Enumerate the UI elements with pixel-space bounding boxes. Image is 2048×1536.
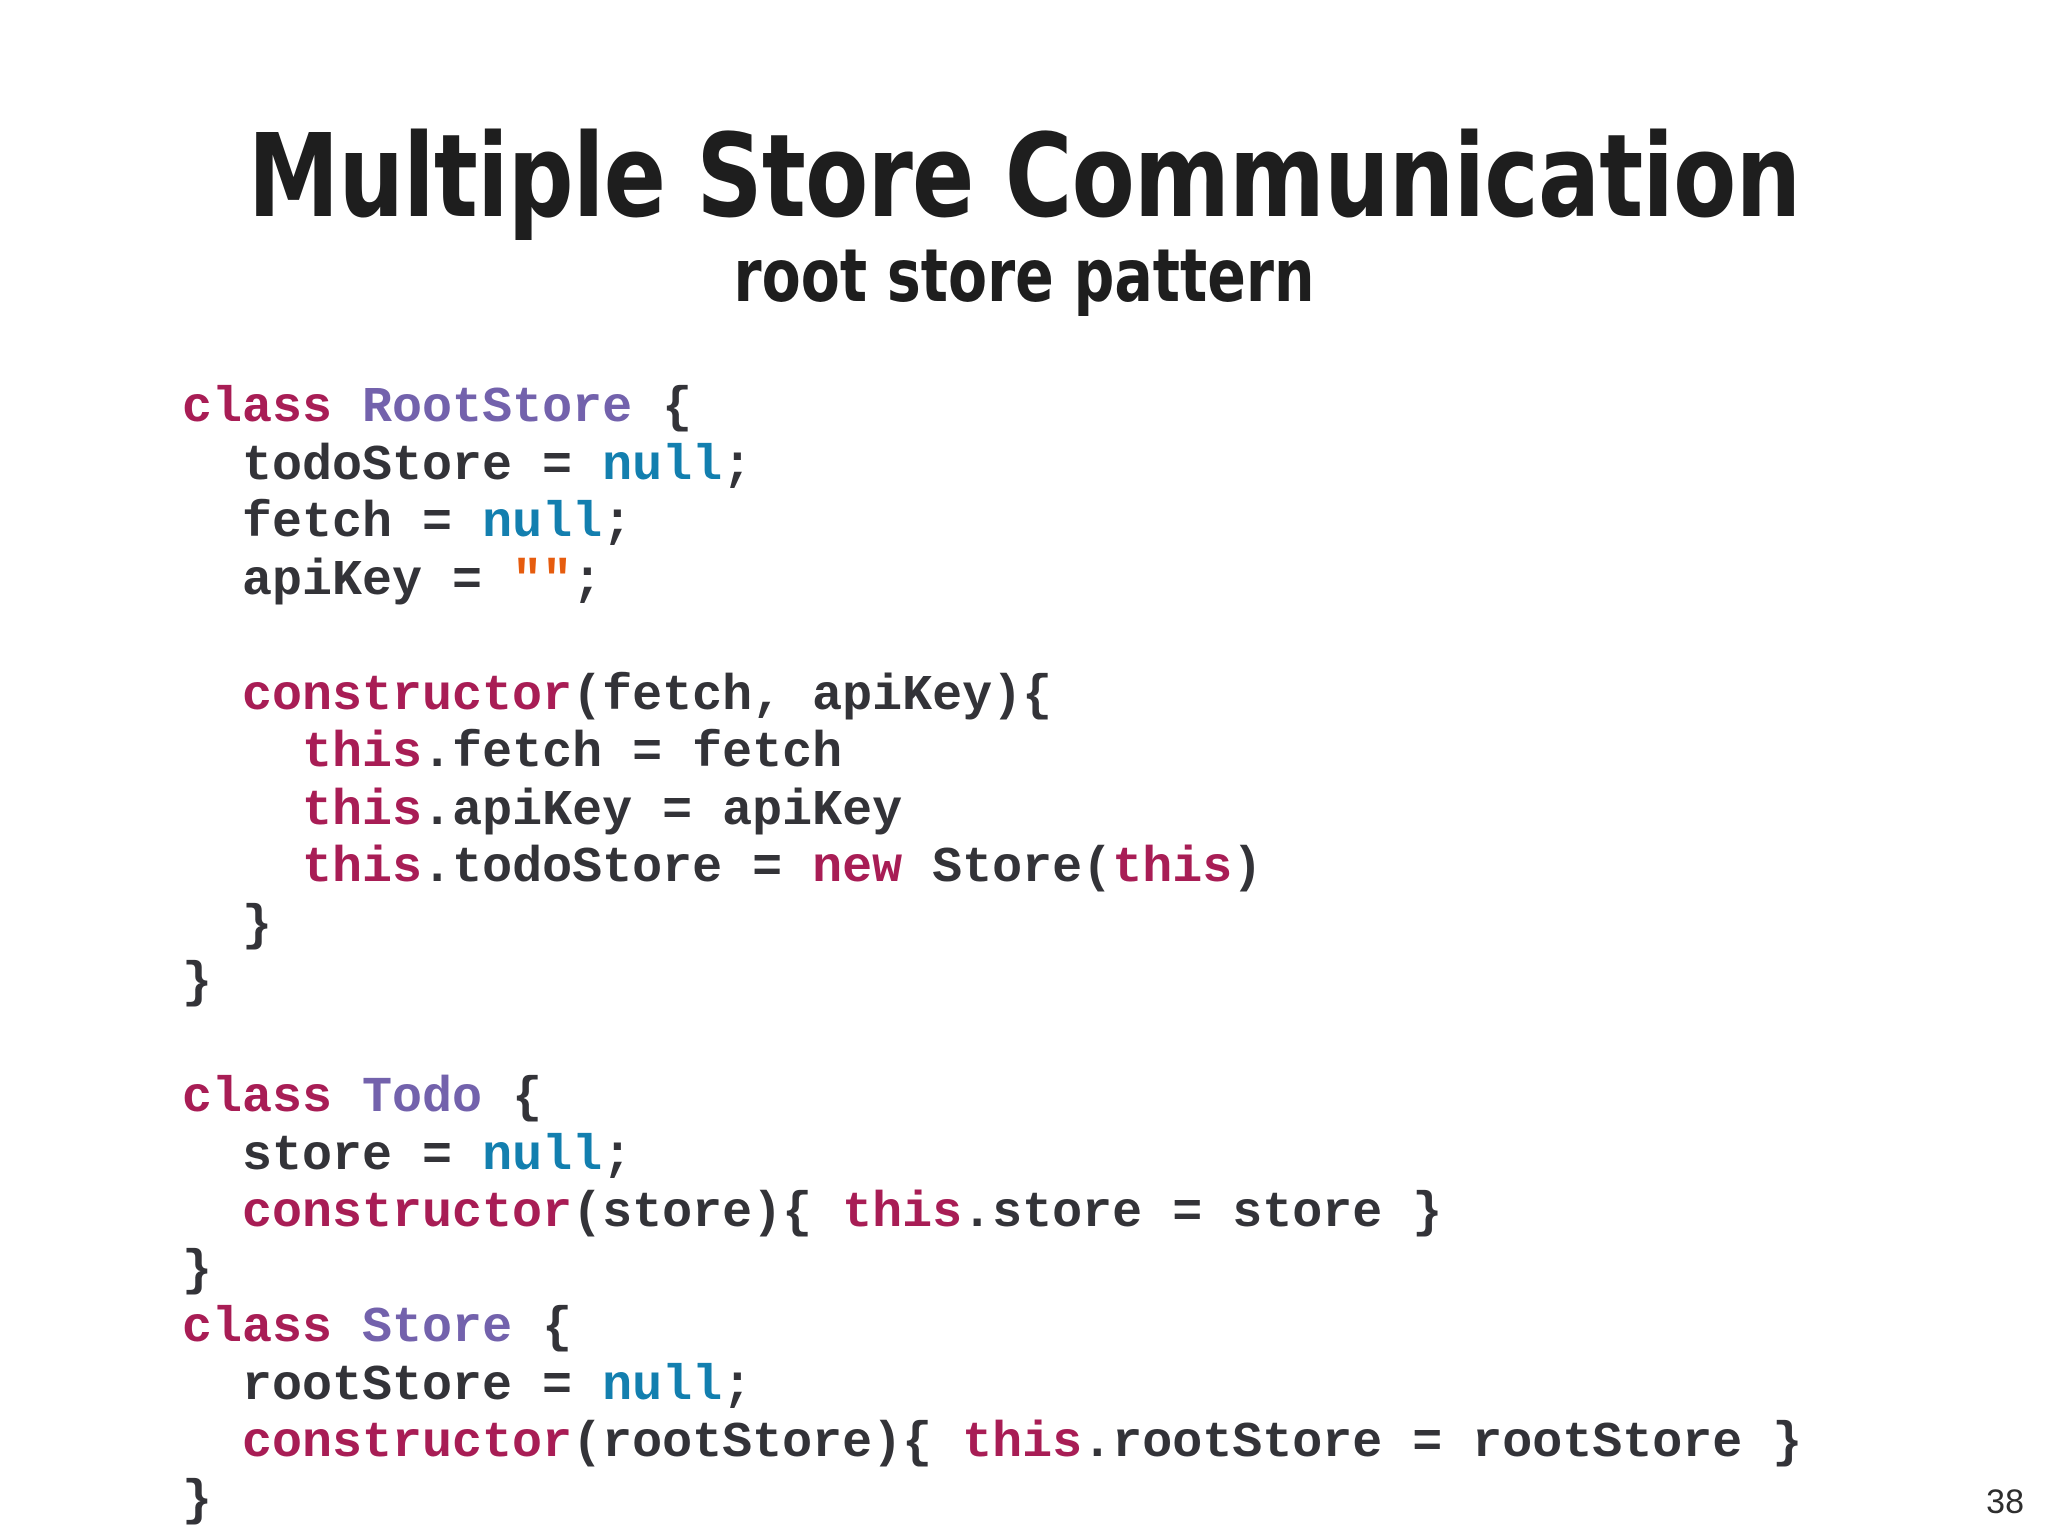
code-token: rootStore =	[182, 1357, 603, 1415]
code-token: constructor	[242, 1185, 573, 1242]
code-token: this	[302, 782, 423, 840]
code-token	[182, 1185, 242, 1242]
code-line: }	[182, 955, 1802, 1013]
code-line: constructor(fetch, apiKey){	[182, 668, 1802, 726]
code-token: this	[962, 1415, 1083, 1472]
code-token: null	[482, 1127, 603, 1185]
code-token: .apiKey = apiKey	[422, 782, 903, 840]
code-token: new	[812, 840, 903, 897]
code-line	[182, 1013, 1802, 1071]
page-number: 38	[1986, 1483, 2024, 1521]
code-token: (rootStore){	[572, 1415, 963, 1472]
code-token	[182, 668, 242, 725]
code-token: ;	[572, 552, 603, 610]
code-token: {	[512, 1300, 573, 1357]
code-token: class	[182, 1070, 333, 1127]
code-token: ""	[512, 552, 573, 610]
code-token: RootStore	[362, 380, 633, 437]
code-token: this	[302, 840, 423, 897]
code-token: ;	[722, 1357, 753, 1415]
code-token: class	[182, 1300, 333, 1357]
code-line	[182, 610, 1802, 668]
code-line: todoStore = null;	[182, 438, 1802, 496]
code-token: constructor	[242, 667, 573, 725]
code-token: )	[1232, 840, 1263, 897]
code-token: Todo	[362, 1070, 483, 1127]
code-token	[332, 380, 362, 437]
code-line: apiKey = "";	[182, 553, 1802, 611]
code-line: store = null;	[182, 1128, 1802, 1186]
code-line: }	[182, 1243, 1802, 1301]
code-line: this.apiKey = apiKey	[182, 783, 1802, 841]
code-line: constructor(store){ this.store = store }	[182, 1185, 1802, 1243]
code-token: .todoStore =	[422, 840, 813, 897]
code-token: ;	[722, 437, 753, 495]
code-token: }	[182, 1472, 213, 1530]
code-line: rootStore = null;	[182, 1358, 1802, 1416]
code-token: (store){	[572, 1185, 843, 1242]
code-token: Store	[362, 1300, 513, 1357]
code-line: this.fetch = fetch	[182, 725, 1802, 783]
code-token: (fetch, apiKey){	[572, 667, 1053, 725]
code-token: this	[842, 1185, 963, 1242]
code-line: }	[182, 1473, 1802, 1531]
code-token: Store(	[902, 840, 1113, 897]
code-line: this.todoStore = new Store(this)	[182, 840, 1802, 898]
code-token: this	[1112, 840, 1233, 897]
code-token	[182, 840, 302, 897]
code-token: null	[482, 495, 603, 552]
code-token: this	[302, 725, 423, 782]
code-token: null	[602, 437, 723, 495]
code-token	[182, 1415, 242, 1472]
code-token	[182, 783, 302, 840]
code-token: ;	[602, 1127, 633, 1185]
code-token: null	[602, 1357, 723, 1415]
code-line: class Store {	[182, 1300, 1802, 1358]
code-token: }	[182, 955, 213, 1012]
code-block: class RootStore { todoStore = null; fetc…	[182, 380, 1802, 1530]
code-token: .fetch = fetch	[422, 725, 843, 782]
code-token: .rootStore = rootStore }	[1082, 1415, 1803, 1472]
code-token: constructor	[242, 1415, 573, 1472]
code-token: }	[182, 897, 273, 955]
code-token: apiKey =	[182, 552, 513, 610]
code-line: fetch = null;	[182, 495, 1802, 553]
code-token: }	[182, 1242, 213, 1300]
code-token: ;	[602, 495, 633, 552]
slide-subtitle: root store pattern	[733, 234, 1315, 319]
code-token: store =	[182, 1127, 483, 1185]
code-line: constructor(rootStore){ this.rootStore =…	[182, 1415, 1802, 1473]
code-token	[332, 1070, 362, 1127]
code-token	[182, 725, 302, 782]
code-line: class RootStore {	[182, 380, 1802, 438]
slide-title: Multiple Store Communication	[247, 110, 1801, 244]
code-token	[332, 1300, 362, 1357]
code-line: }	[182, 898, 1802, 956]
code-line: class Todo {	[182, 1070, 1802, 1128]
code-token: {	[482, 1070, 543, 1127]
code-token: .store = store }	[962, 1185, 1443, 1242]
code-token: {	[632, 380, 693, 437]
code-token: todoStore =	[182, 437, 603, 495]
code-token: fetch =	[182, 495, 483, 552]
code-token: class	[182, 380, 333, 437]
